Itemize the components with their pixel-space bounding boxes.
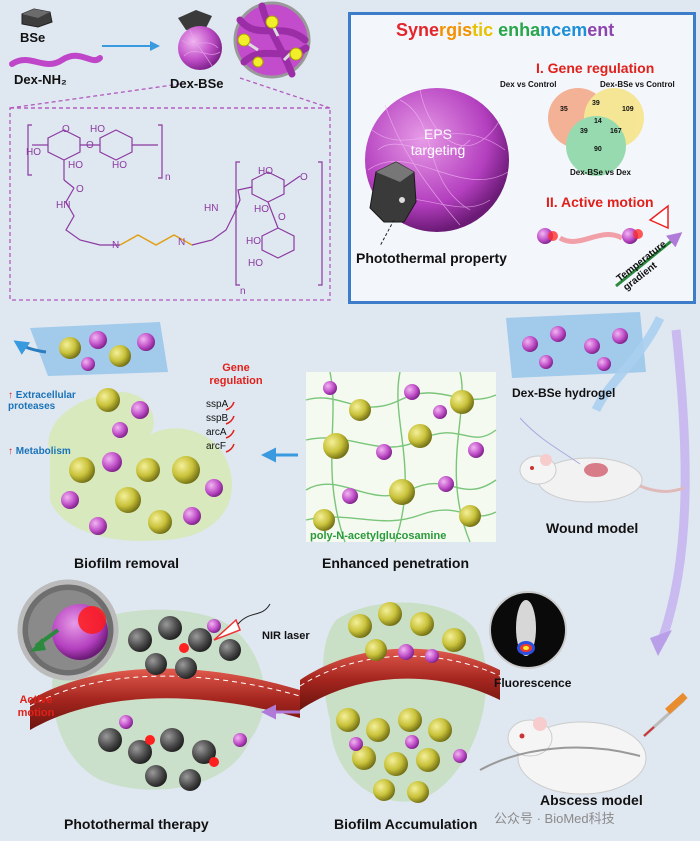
chem-ho-3: HO xyxy=(112,160,127,171)
bse-flake-icon xyxy=(21,8,53,28)
nir-laser-label: NIR laser xyxy=(262,630,310,642)
magnifier-inset xyxy=(17,579,119,681)
extracellular-text: Extracellular proteases xyxy=(8,390,76,412)
chem-ho-7: HO xyxy=(246,236,261,247)
chem-ho-1: HO xyxy=(26,147,41,158)
active-motion-heading: II. Active motion xyxy=(546,194,654,210)
dex-bse-particle xyxy=(178,10,222,70)
dex-nh2-label: Dex-NH₂ xyxy=(14,72,67,87)
gene-regulation-title: Gene regulation xyxy=(209,362,263,387)
curve-arrow-abscess xyxy=(657,329,690,642)
gene-sspb: sspB xyxy=(206,413,229,424)
fluorescence-label: Fluorescence xyxy=(494,676,572,690)
dex-bse-label: Dex-BSe xyxy=(170,76,224,91)
chem-o-1: O xyxy=(62,124,70,135)
chem-o-5: O xyxy=(278,212,286,223)
biofilm-accumulation-label: Biofilm Accumulation xyxy=(334,816,478,832)
photothermal-property-label: Photothermal property xyxy=(356,250,507,266)
venn-value-6: 167 xyxy=(610,128,622,135)
venn-value-2: 39 xyxy=(592,100,600,107)
chem-hn-1: HN xyxy=(56,200,71,211)
photothermal-therapy-label: Photothermal therapy xyxy=(64,816,209,832)
gene-arca: arcA xyxy=(206,427,227,438)
chem-ho-2: HO xyxy=(68,160,83,171)
venn-value-4: 14 xyxy=(594,118,602,125)
chem-hn-2: HN xyxy=(204,203,219,214)
gene-regulation-heading: I. Gene regulation xyxy=(536,60,655,76)
venn-value-7: 90 xyxy=(594,146,602,153)
chemical-structure xyxy=(27,124,323,286)
active-motion-graphic xyxy=(537,204,683,288)
fluorescence-image xyxy=(489,591,567,669)
dex-nh2-chain xyxy=(9,52,103,67)
venn-value-3: 109 xyxy=(622,106,634,113)
mouse-abscess xyxy=(479,692,688,795)
poly-label: poly-N-acetylglucosamine xyxy=(310,530,447,542)
photothermal-flake xyxy=(369,161,417,247)
biofilm-accumulation-graphic xyxy=(299,602,501,803)
venn-set-b-label: Dex-BSe vs Control xyxy=(600,80,675,89)
extracellular-proteases-label: ↑ Extracellular proteases xyxy=(8,390,76,412)
hydrogel-slab-left xyxy=(13,322,168,376)
chem-ho-8: HO xyxy=(248,258,263,269)
chem-structure-box xyxy=(9,77,331,301)
gene-sspa: sspA xyxy=(206,399,229,410)
penetration-square xyxy=(305,371,497,543)
gene-up-arrows xyxy=(225,401,235,453)
chem-subscript-n-2: n xyxy=(240,286,246,297)
chem-n-2: N xyxy=(178,237,186,248)
bse-label: BSe xyxy=(20,30,46,45)
venn-value-5: 39 xyxy=(580,128,588,135)
metabolism-text: Metabolism xyxy=(15,446,71,457)
nir-laser-icon xyxy=(213,603,271,641)
eps-targeting-label: EPS targeting xyxy=(410,126,466,158)
synergy-title: Synergistic enhancement xyxy=(396,20,614,41)
watermark-label: 公众号 · BioMed科技 xyxy=(494,811,615,826)
wound-model-label: Wound model xyxy=(546,520,639,536)
venn-set-a-label: Dex vs Control xyxy=(500,80,557,89)
synergy-title-text: Synergistic enhancement xyxy=(396,20,615,40)
venn-diagram xyxy=(548,88,644,176)
chem-subscript-n-1: n xyxy=(165,172,171,183)
linker-chain xyxy=(119,234,193,246)
biofilm-removal-label: Biofilm removal xyxy=(74,555,180,571)
chem-ho-5: HO xyxy=(258,166,273,177)
hydrogel-slab-right xyxy=(506,312,646,378)
zoom-inset-circle xyxy=(233,1,311,79)
venn-value-1: 35 xyxy=(560,106,568,113)
gene-arcf: arcF xyxy=(206,441,226,452)
biofilm-removal-graphic xyxy=(48,388,232,541)
chem-ho-6: HO xyxy=(254,204,269,215)
chem-o-2: O xyxy=(86,140,94,151)
chem-ho-4: HO xyxy=(90,124,105,135)
hydrogel-label: Dex-BSe hydrogel xyxy=(512,386,616,400)
chem-n-1: N xyxy=(112,240,120,251)
active-motion-label: Active motion xyxy=(17,694,55,719)
chem-o-4: O xyxy=(300,172,308,183)
venn-set-c-label: Dex-BSe vs Dex xyxy=(570,168,631,177)
abscess-model-label: Abscess model xyxy=(540,792,643,808)
chem-o-3: O xyxy=(76,184,84,195)
enhanced-penetration-label: Enhanced penetration xyxy=(322,555,470,571)
metabolism-label: ↑ Metabolism xyxy=(8,446,71,457)
curve-arrow-wound xyxy=(591,316,665,413)
mouse-wound xyxy=(519,454,685,503)
